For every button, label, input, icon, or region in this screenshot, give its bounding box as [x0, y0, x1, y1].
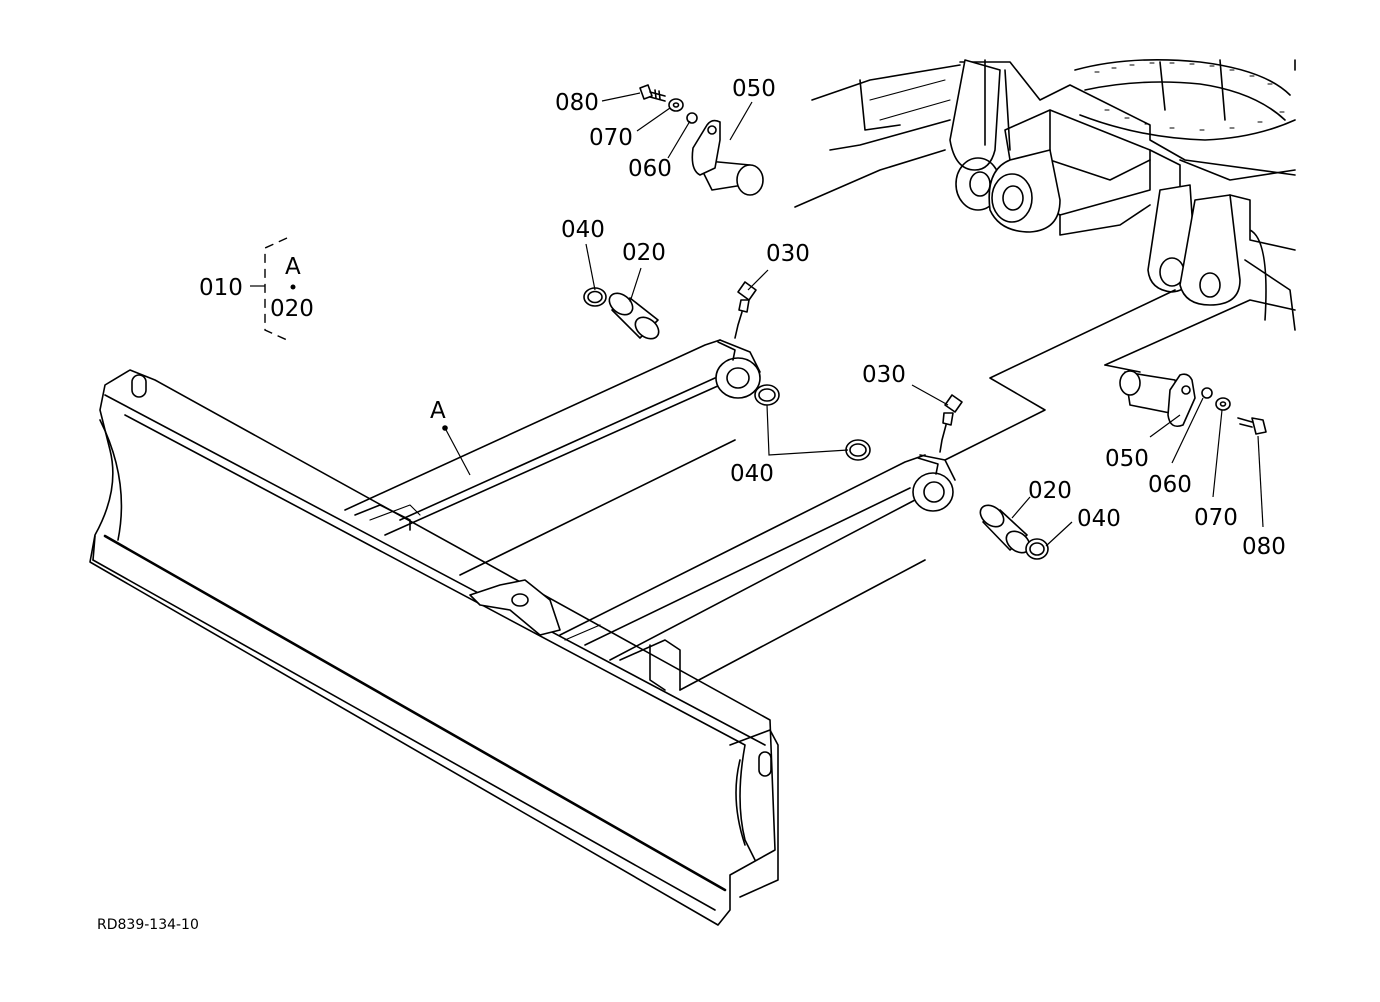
label-050-top: 050 [732, 76, 776, 102]
seal-040-right [1025, 538, 1049, 560]
bolt-080-right [1237, 417, 1267, 435]
label-020-group: 020 [270, 296, 314, 322]
assembly-group-010 [250, 237, 296, 341]
grease-nipple-030-left [734, 281, 757, 339]
label-040-right: 040 [1077, 506, 1121, 532]
label-050-right: 050 [1105, 446, 1149, 472]
label-030-right: 030 [862, 362, 906, 388]
label-020-top: 020 [622, 240, 666, 266]
label-A-group: A [285, 254, 301, 280]
label-080-right: 080 [1242, 534, 1286, 560]
pin-050-right [1119, 370, 1196, 428]
break-line-right [1104, 299, 1296, 366]
break-line [794, 149, 1176, 461]
label-060-top: 060 [628, 156, 672, 182]
bushing-020-right [979, 504, 1031, 554]
label-060-right: 060 [1148, 472, 1192, 498]
drawing-reference: RD839-134-10 [97, 917, 199, 933]
label-040-mid: 040 [730, 461, 774, 487]
dozer-blade [89, 369, 779, 926]
label-070-top: 070 [589, 125, 633, 151]
washer-070-top [668, 98, 684, 112]
pin-050-top [691, 119, 764, 196]
grease-nipple-030-right [939, 394, 963, 453]
leader-lines [444, 92, 1264, 547]
bolt-080-top [639, 84, 666, 102]
nut-060-right [1201, 387, 1213, 399]
label-070-right: 070 [1194, 505, 1238, 531]
blade-arms [344, 339, 956, 691]
label-020-right: 020 [1028, 478, 1072, 504]
callout-labels: 010 A 020 A 080 070 060 050 040 020 030 … [97, 76, 1286, 933]
washer-070-right [1215, 397, 1231, 411]
tractor-frame [811, 58, 1296, 331]
bushing-020-top [608, 292, 660, 340]
label-010: 010 [199, 275, 243, 301]
label-080-top: 080 [555, 90, 599, 116]
nut-060-top [686, 112, 698, 124]
label-A-body: A [430, 398, 446, 424]
label-030-left: 030 [766, 241, 810, 267]
label-040-top: 040 [561, 217, 605, 243]
